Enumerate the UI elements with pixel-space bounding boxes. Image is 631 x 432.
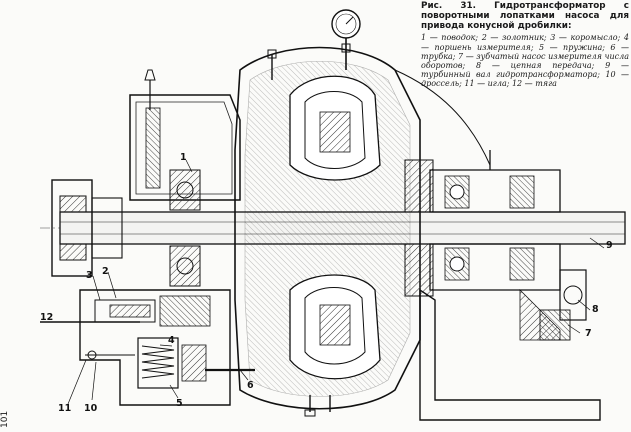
figure-caption: Рис. 31. Гидротрансформатор с поворотным… — [421, 1, 629, 89]
label-8: 8 — [592, 304, 599, 315]
figure-title: Рис. 31. Гидротрансформатор с поворотным… — [421, 1, 629, 31]
label-2: 2 — [102, 266, 109, 277]
figure-legend: 1 — поводок; 2 — золотник; 3 — коромысло… — [421, 33, 629, 89]
gear-pump — [539, 309, 571, 341]
spring — [141, 345, 175, 379]
label-12: 12 — [40, 312, 54, 323]
right-bearing-housing — [429, 169, 561, 213]
label-11: 11 — [58, 403, 72, 414]
left-housing — [129, 94, 241, 201]
chain-drive — [559, 269, 587, 321]
label-3: 3 — [86, 270, 93, 281]
page-number: 101 — [0, 410, 10, 428]
control-mechanism-housing — [79, 289, 231, 406]
label-10: 10 — [84, 403, 98, 414]
label-7: 7 — [585, 328, 592, 339]
converter-casing — [234, 46, 421, 410]
label-1: 1 — [180, 152, 187, 163]
label-4: 4 — [168, 335, 175, 346]
label-6: 6 — [247, 380, 254, 391]
label-5: 5 — [176, 398, 183, 409]
support-frame — [419, 288, 601, 421]
label-9: 9 — [606, 240, 613, 251]
